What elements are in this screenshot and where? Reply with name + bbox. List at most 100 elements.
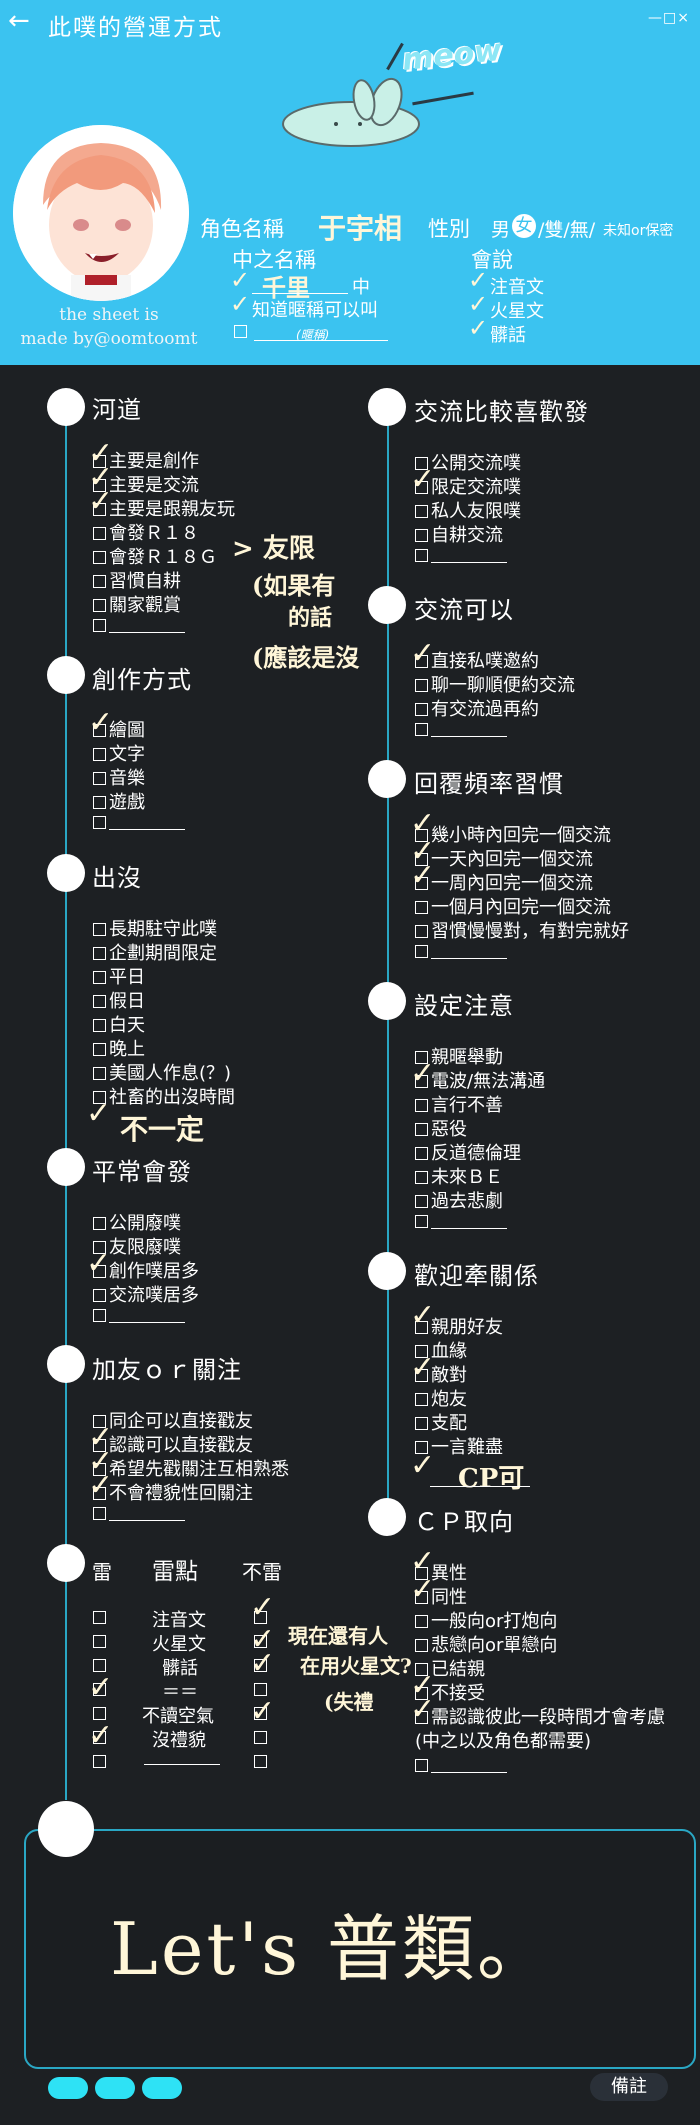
follow-item-blank[interactable] bbox=[93, 1503, 185, 1524]
setting-item-blank[interactable] bbox=[415, 1211, 507, 1232]
follow-item-3[interactable]: 希望先戳關注互相熟悉 bbox=[93, 1455, 289, 1481]
checkbox[interactable] bbox=[415, 1687, 428, 1700]
checkbox[interactable] bbox=[415, 481, 428, 494]
checkbox[interactable] bbox=[93, 1019, 106, 1032]
checkbox[interactable] bbox=[415, 529, 428, 542]
checkbox[interactable] bbox=[415, 703, 428, 716]
creation-item-blank[interactable] bbox=[93, 812, 185, 833]
appear-item-1[interactable]: 長期駐守此噗 bbox=[93, 915, 217, 941]
usual-item-blank[interactable] bbox=[93, 1305, 185, 1326]
river-item-1[interactable]: 主要是創作 bbox=[93, 447, 199, 473]
checkbox[interactable] bbox=[415, 829, 428, 842]
exchange-ok-item-3[interactable]: 有交流過再約 bbox=[415, 695, 539, 721]
reply-item-blank[interactable] bbox=[415, 941, 507, 962]
exchange-pref-item-blank[interactable] bbox=[415, 545, 507, 566]
cp-item-2[interactable]: 同性 bbox=[415, 1583, 467, 1609]
relation-item-3[interactable]: 敵對 bbox=[415, 1361, 467, 1387]
checkbox[interactable] bbox=[93, 479, 106, 492]
landmine-lei-box-2[interactable] bbox=[93, 1635, 106, 1648]
river-item-blank[interactable] bbox=[93, 615, 185, 636]
checkbox[interactable] bbox=[415, 1123, 428, 1136]
cp-item-4[interactable]: 悲戀向or單戀向 bbox=[415, 1631, 557, 1657]
checkbox[interactable] bbox=[93, 1507, 106, 1520]
checkbox[interactable] bbox=[93, 724, 106, 737]
checkbox[interactable] bbox=[415, 549, 428, 562]
checkbox[interactable] bbox=[93, 455, 106, 468]
checkbox[interactable] bbox=[415, 1417, 428, 1430]
exchange-ok-item-1[interactable]: 直接私噗邀約 bbox=[415, 647, 539, 673]
checkbox[interactable] bbox=[415, 1615, 428, 1628]
checkbox[interactable] bbox=[415, 1393, 428, 1406]
checkbox[interactable] bbox=[93, 995, 106, 1008]
window-controls-icon[interactable]: —□× bbox=[648, 10, 690, 26]
checkbox[interactable] bbox=[93, 816, 106, 829]
river-item-3[interactable]: 主要是跟親友玩 bbox=[93, 495, 235, 521]
river-item-7[interactable]: 關家觀賞 bbox=[93, 591, 181, 617]
checkbox[interactable] bbox=[415, 1441, 428, 1454]
checkbox[interactable] bbox=[93, 748, 106, 761]
exchange-pref-item-1[interactable]: 公開交流噗 bbox=[415, 449, 521, 475]
relation-item-2[interactable]: 血緣 bbox=[415, 1337, 467, 1363]
checkbox[interactable] bbox=[415, 1195, 428, 1208]
checkbox[interactable] bbox=[93, 1265, 106, 1278]
checkbox[interactable] bbox=[93, 619, 106, 632]
river-item-5[interactable]: 會發Ｒ１８Ｇ bbox=[93, 543, 217, 569]
checkbox[interactable] bbox=[415, 925, 428, 938]
checkbox[interactable] bbox=[93, 1043, 106, 1056]
pill-button-1[interactable] bbox=[48, 2077, 88, 2099]
exchange-pref-item-2[interactable]: 限定交流噗 bbox=[415, 473, 521, 499]
appear-item-5[interactable]: 白天 bbox=[93, 1011, 145, 1037]
landmine-ok-box-7[interactable] bbox=[254, 1755, 267, 1768]
cp-item-6[interactable]: 不接受 bbox=[415, 1679, 485, 1705]
checkbox[interactable] bbox=[415, 1369, 428, 1382]
checkbox[interactable] bbox=[93, 1289, 106, 1302]
back-arrow-icon[interactable]: ← bbox=[8, 6, 30, 36]
appear-item-8[interactable]: 社畜的出沒時間 bbox=[93, 1083, 235, 1109]
exchange-pref-item-4[interactable]: 自耕交流 bbox=[415, 521, 503, 547]
creation-item-4[interactable]: 遊戲 bbox=[93, 788, 145, 814]
river-item-6[interactable]: 習慣自耕 bbox=[93, 567, 181, 593]
reply-item-3[interactable]: 一周內回完一個交流 bbox=[415, 869, 593, 895]
exchange-pref-item-3[interactable]: 私人友限噗 bbox=[415, 497, 521, 523]
setting-item-4[interactable]: 惡役 bbox=[415, 1115, 467, 1141]
reply-item-5[interactable]: 習慣慢慢對，有對完就好 bbox=[415, 917, 629, 943]
checkbox[interactable] bbox=[93, 772, 106, 785]
memo-label-button[interactable]: 備註 bbox=[590, 2073, 668, 2101]
checkbox[interactable] bbox=[415, 1075, 428, 1088]
checkbox[interactable] bbox=[93, 575, 106, 588]
checkbox[interactable] bbox=[415, 853, 428, 866]
cn-opt3-checkbox[interactable] bbox=[234, 325, 247, 338]
river-item-4[interactable]: 會發Ｒ１８ bbox=[93, 519, 199, 545]
usual-item-4[interactable]: 交流噗居多 bbox=[93, 1281, 199, 1307]
usual-item-3[interactable]: 創作噗居多 bbox=[93, 1257, 199, 1283]
checkbox[interactable] bbox=[415, 1215, 428, 1228]
landmine-lei-box-4[interactable] bbox=[93, 1683, 106, 1696]
landmine-lei-box-6[interactable] bbox=[93, 1731, 106, 1744]
reply-item-4[interactable]: 一個月內回完一個交流 bbox=[415, 893, 611, 919]
relation-item-6[interactable]: 一言難盡 bbox=[415, 1433, 503, 1459]
checkbox[interactable] bbox=[93, 527, 106, 540]
creation-item-2[interactable]: 文字 bbox=[93, 740, 145, 766]
relation-item-5[interactable]: 支配 bbox=[415, 1409, 467, 1435]
pill-button-2[interactable] bbox=[95, 2077, 135, 2099]
checkbox[interactable] bbox=[415, 679, 428, 692]
checkbox[interactable] bbox=[415, 1051, 428, 1064]
checkbox[interactable] bbox=[415, 1639, 428, 1652]
usual-item-2[interactable]: 友限廢噗 bbox=[93, 1233, 181, 1259]
pill-button-3[interactable] bbox=[142, 2077, 182, 2099]
checkbox[interactable] bbox=[415, 505, 428, 518]
reply-item-1[interactable]: 幾小時內回完一個交流 bbox=[415, 821, 611, 847]
follow-item-2[interactable]: 認識可以直接戳友 bbox=[93, 1431, 253, 1457]
appear-item-7[interactable]: 美國人作息(？) bbox=[93, 1059, 231, 1085]
river-item-2[interactable]: 主要是交流 bbox=[93, 471, 199, 497]
checkbox[interactable] bbox=[93, 1091, 106, 1104]
checkbox[interactable] bbox=[415, 901, 428, 914]
cp-item-5[interactable]: 已結親 bbox=[415, 1655, 485, 1681]
checkbox[interactable] bbox=[93, 796, 106, 809]
follow-item-1[interactable]: 同企可以直接戳友 bbox=[93, 1407, 253, 1433]
landmine-lei-box-7[interactable] bbox=[93, 1755, 106, 1768]
checkbox[interactable] bbox=[415, 655, 428, 668]
checkbox[interactable] bbox=[415, 1099, 428, 1112]
checkbox[interactable] bbox=[93, 1067, 106, 1080]
setting-item-2[interactable]: 電波/無法溝通 bbox=[415, 1067, 545, 1093]
